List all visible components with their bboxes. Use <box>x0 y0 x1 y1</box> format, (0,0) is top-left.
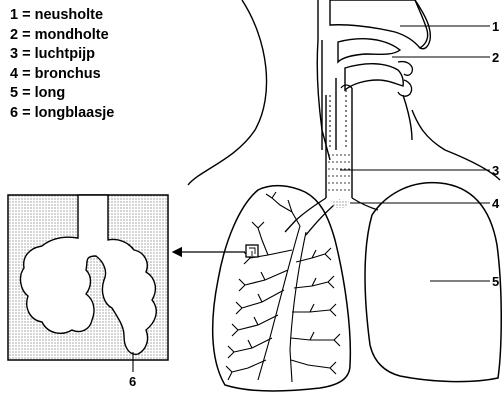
lung-left <box>213 186 351 391</box>
body-outline-left <box>188 0 267 185</box>
mouth-cavity <box>345 64 403 90</box>
callout-1: 1 <box>492 19 499 34</box>
trachea-rings <box>328 155 350 190</box>
pharynx <box>322 40 336 150</box>
esophagus-outline <box>330 90 346 150</box>
callout-3: 3 <box>492 163 499 178</box>
callout-5: 5 <box>492 274 499 289</box>
callout-4: 4 <box>492 196 500 211</box>
callout-6: 6 <box>129 374 136 389</box>
palate <box>338 39 400 62</box>
head-outline <box>317 0 330 160</box>
lung-right <box>365 183 501 382</box>
jaw <box>403 95 412 140</box>
bronchus-right <box>352 198 378 210</box>
callout-2: 2 <box>492 50 499 65</box>
